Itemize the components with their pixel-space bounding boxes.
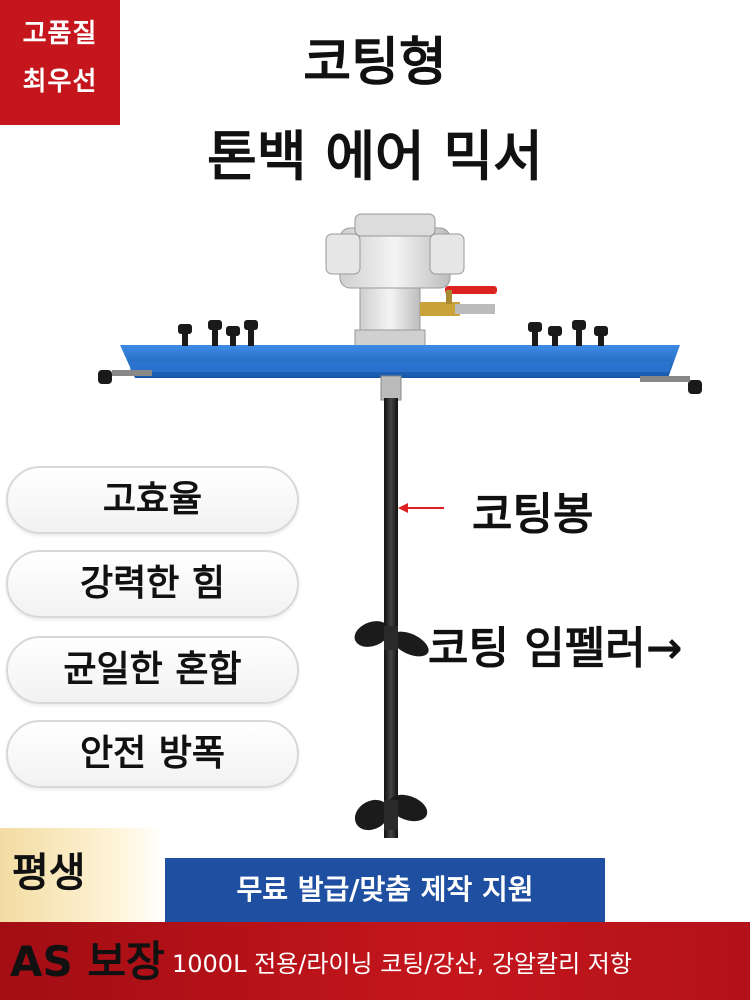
feature-pill-explosion-proof: 안전 방폭 [6,720,299,788]
air-motor [325,213,465,349]
left-arrow-icon [398,503,444,513]
guarantee-background [0,828,165,928]
spec-banner [0,922,750,1000]
spec-text: 1000L 전용/라이닝 코팅/강산, 강알칼리 저항 [172,950,632,978]
air-valve [420,286,497,316]
title-line-2: 톤백 에어 믹서 [207,125,543,188]
upper-impeller [354,621,429,657]
feature-pill-mixing: 균일한 혼합 [6,636,299,704]
lower-impeller [354,794,428,831]
guarantee-top-text: 평생 [12,850,86,896]
support-banner [165,858,605,922]
impeller-callout: 코팅 임펠러→ [428,623,683,674]
guarantee-bottom-text: AS 보장 [10,937,165,986]
rod-callout: 코팅봉 [472,489,594,540]
badge-line-1: 고품질 [22,19,98,49]
title-line-1: 코팅형 [303,33,447,93]
quality-badge: 고품질 최우선 [0,0,120,125]
blue-frame [98,320,702,394]
feature-pill-power: 강력한 힘 [6,550,299,618]
coating-rod [380,375,402,838]
feature-pill-efficiency: 고효율 [6,466,299,534]
support-text: 무료 발급/맞춤 제작 지원 [236,873,534,906]
badge-line-2: 최우선 [22,67,98,97]
